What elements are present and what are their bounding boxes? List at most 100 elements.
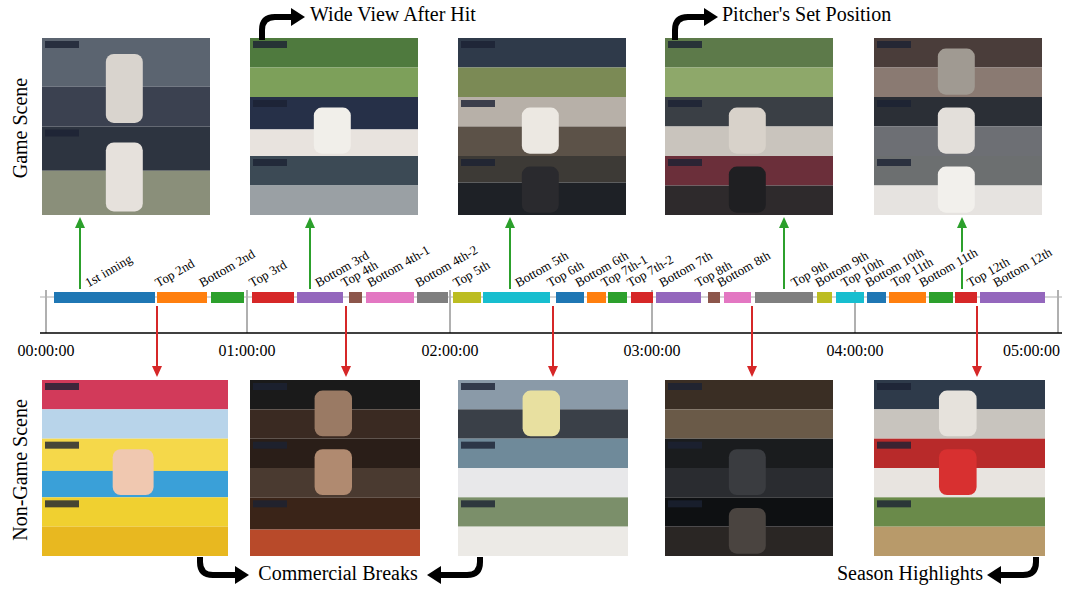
photo-figure	[729, 449, 766, 495]
inning-segment	[608, 292, 627, 303]
photo-panel	[42, 497, 228, 526]
inning-segment	[631, 292, 653, 303]
callout-text: Pitcher's Set Position	[722, 3, 891, 25]
photo-panel	[458, 527, 628, 556]
inning-segment	[587, 292, 606, 303]
arrow-head	[305, 217, 315, 228]
callout-arrow	[675, 17, 705, 40]
inning-segment	[656, 292, 701, 303]
photo-panel	[42, 527, 228, 556]
photo-panel	[458, 38, 626, 68]
game-scene-arrow	[783, 226, 785, 289]
row-heading: Non-Game Scene	[9, 399, 31, 541]
inning-segment	[453, 292, 481, 303]
inning-segment	[867, 292, 886, 303]
game-scene-arrow	[509, 226, 511, 289]
time-label: 01:00:00	[219, 342, 276, 360]
photo-figure	[939, 391, 977, 437]
callout-arrow	[262, 17, 292, 40]
arrow-head	[235, 566, 249, 584]
arrow-head	[548, 366, 558, 377]
inning-label: Top 2nd	[153, 256, 197, 290]
arrow-head	[747, 366, 757, 377]
score-overlay	[668, 41, 702, 48]
arrow-head	[957, 217, 967, 228]
score-overlay	[253, 442, 287, 449]
score-overlay	[253, 383, 287, 390]
callout-text: Wide View After Hit	[310, 3, 476, 25]
arrow-head	[341, 366, 351, 377]
inning-segment	[889, 292, 926, 303]
photo-panel	[250, 186, 418, 216]
photo-panel	[250, 530, 420, 556]
score-overlay	[877, 41, 911, 48]
score-overlay	[461, 159, 495, 166]
score-overlay	[45, 383, 79, 390]
photo-panel	[458, 439, 628, 468]
photo-panel	[458, 68, 626, 98]
score-overlay	[461, 41, 495, 48]
photo-figure	[938, 167, 975, 213]
inning-segment	[980, 292, 1045, 303]
photo-figure	[729, 108, 766, 154]
score-overlay	[45, 442, 79, 449]
non-game-arrow	[976, 306, 978, 368]
photo-figure	[106, 54, 143, 123]
inning-segment	[366, 292, 414, 303]
callout-arrow	[440, 557, 480, 575]
photo-figure	[939, 449, 977, 495]
photo-figure	[729, 508, 766, 554]
arrow-head	[704, 8, 718, 26]
score-overlay	[877, 442, 911, 449]
score-overlay	[877, 159, 911, 166]
game-scene-arrow	[79, 226, 81, 289]
photo-figure	[938, 108, 975, 154]
inning-segment	[836, 292, 864, 303]
hour-tick	[246, 290, 248, 333]
photo-figure	[314, 108, 351, 154]
hour-tick	[449, 290, 451, 333]
arrow-head	[291, 8, 305, 26]
game-scene-arrow	[309, 226, 311, 289]
arrow-head	[779, 217, 789, 228]
score-overlay	[877, 100, 911, 107]
photo-panel	[42, 380, 228, 409]
inning-label: Bottom 2nd	[197, 247, 258, 290]
inning-segment	[211, 292, 244, 303]
non-game-arrow	[156, 306, 158, 368]
inning-segment	[929, 292, 953, 303]
hour-tick	[1057, 290, 1059, 333]
photo-panel	[665, 409, 833, 438]
time-label: 05:00:00	[1003, 342, 1060, 360]
callout-arrow	[200, 557, 236, 575]
score-overlay	[668, 100, 702, 107]
photo-figure	[106, 142, 143, 211]
arrow-head	[75, 217, 85, 228]
non-game-arrow	[552, 306, 554, 368]
score-overlay	[253, 500, 287, 507]
callout-text: Commercial Breaks	[258, 562, 417, 584]
score-overlay	[461, 100, 495, 107]
callout-text: Season Highlights	[837, 562, 983, 584]
photo-panel	[42, 409, 228, 438]
time-label: 03:00:00	[624, 342, 681, 360]
photo-panel	[250, 68, 418, 98]
inning-label: 1st inning	[83, 252, 135, 290]
inning-segment	[556, 292, 584, 303]
non-game-arrow	[345, 306, 347, 368]
photo-figure	[522, 108, 559, 154]
photo-panel	[874, 527, 1045, 556]
score-overlay	[253, 159, 287, 166]
non-game-arrow	[751, 306, 753, 368]
time-label: 02:00:00	[422, 342, 479, 360]
hour-tick	[45, 290, 47, 333]
photo-panel	[665, 68, 833, 98]
photo-figure	[729, 167, 766, 213]
arrow-head	[972, 366, 982, 377]
photo-panel	[250, 38, 418, 68]
inning-segment	[724, 292, 751, 303]
photo-panel	[458, 497, 628, 526]
photo-figure	[938, 49, 975, 95]
score-overlay	[45, 130, 79, 137]
